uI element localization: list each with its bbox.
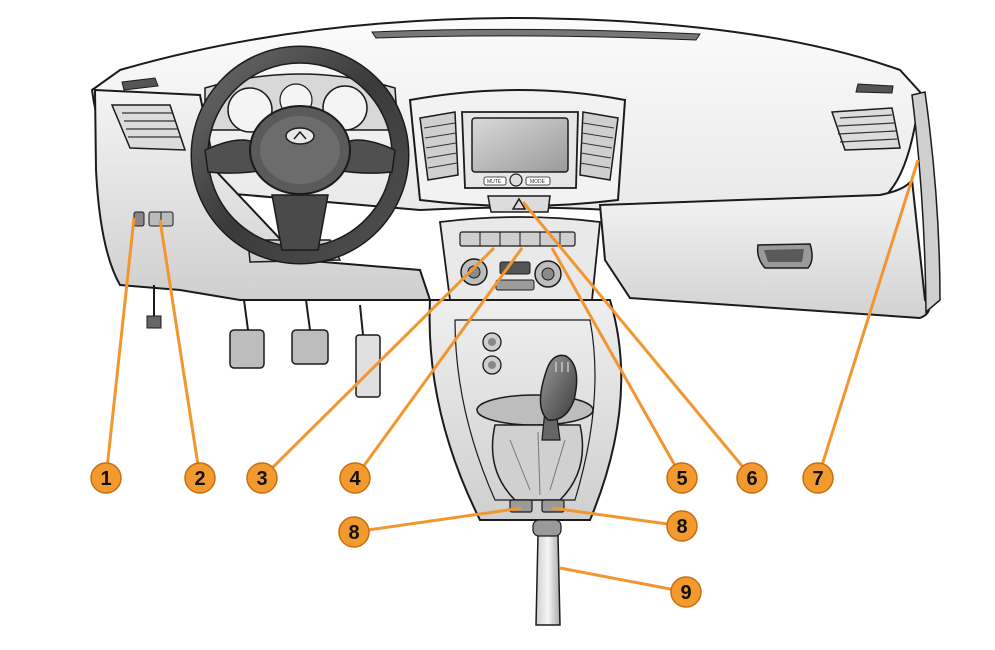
mute-label: MUTE: [487, 179, 502, 185]
leader-line-9: [560, 568, 686, 592]
right-outer-vent: [832, 108, 900, 150]
callout-number-8r: 8: [676, 516, 687, 538]
callout-number-5: 5: [676, 468, 687, 490]
callout-number-2: 2: [194, 468, 205, 490]
parking-brake-lever: [536, 530, 560, 625]
gear-boot: [493, 425, 583, 500]
callout-number-4: 4: [349, 468, 361, 490]
clutch-pedal: [230, 330, 264, 368]
left-switch-a: [134, 212, 144, 226]
brand-logo-icon: [286, 128, 314, 144]
callout-number-6: 6: [746, 468, 757, 490]
callout-number-8l: 8: [348, 522, 359, 544]
pedals: [147, 285, 380, 397]
brake-pedal: [292, 330, 328, 364]
callout-number-7: 7: [812, 468, 823, 490]
callout-number-9: 9: [680, 582, 691, 604]
cup-holder: [477, 395, 593, 425]
callout-number-1: 1: [100, 468, 111, 490]
volume-knob: [510, 174, 522, 186]
climate-button-row: [496, 280, 534, 290]
callout-number-3: 3: [256, 468, 267, 490]
mode-label: MODE: [530, 179, 546, 185]
hood-release-lever: [147, 316, 161, 328]
multimedia-screen: [472, 118, 568, 172]
right-upper-vent: [856, 84, 893, 93]
